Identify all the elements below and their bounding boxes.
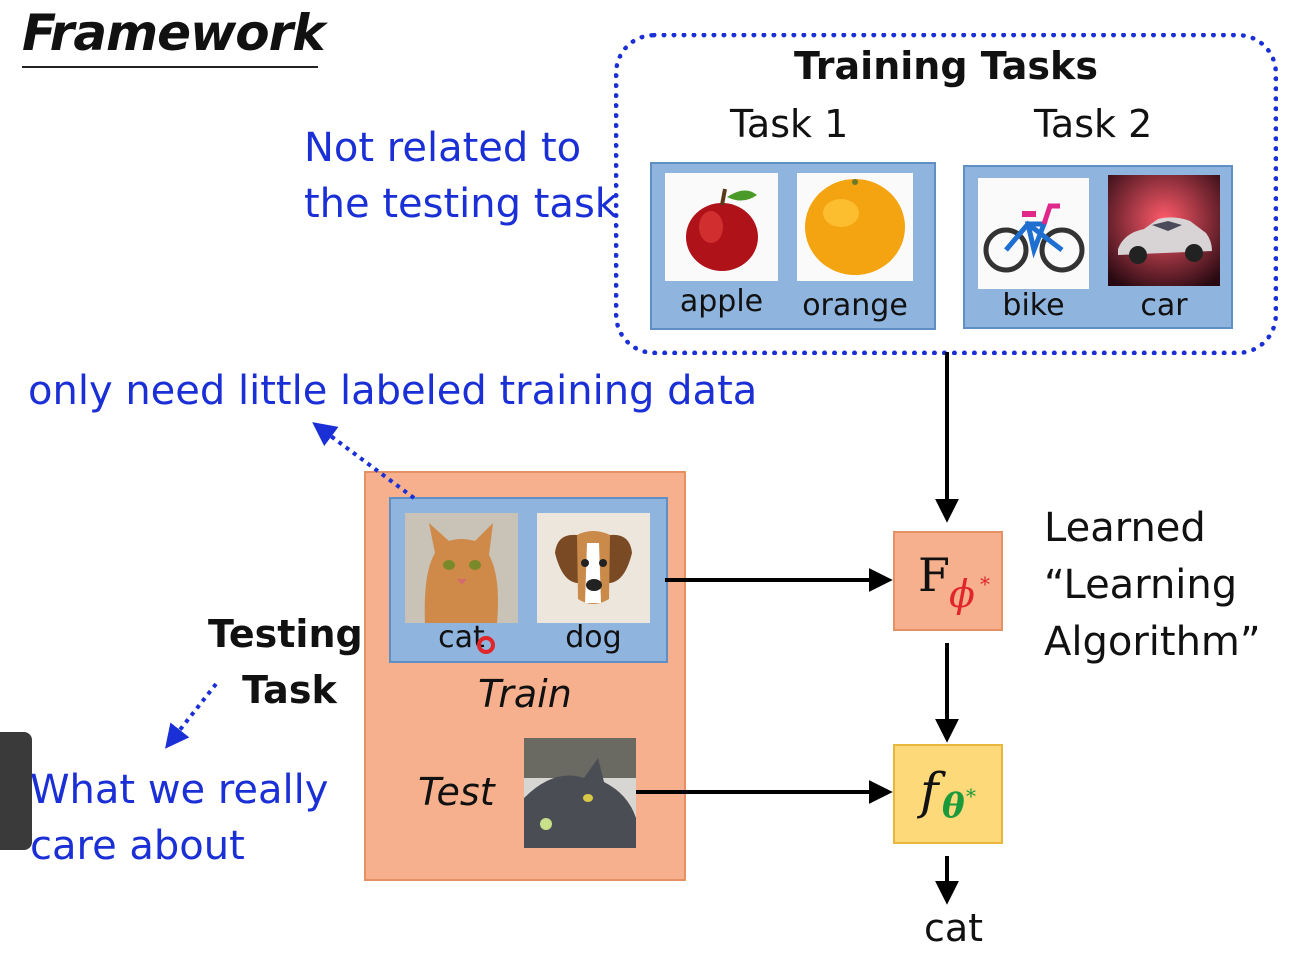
task-2-label: Task 2: [1034, 102, 1153, 146]
not-related-note: Not related to the testing task: [304, 120, 618, 232]
little-data-note: only need little labeled training data: [28, 368, 758, 414]
side-panel-tab[interactable]: [0, 732, 32, 850]
learned-algorithm-caption: Learned “Learning Algorithm”: [1044, 500, 1261, 671]
testing-task-line-2: Task: [242, 668, 337, 712]
orange-caption: orange: [802, 288, 908, 323]
arrow-little-data-pointer: [312, 422, 416, 500]
not-related-line-2: the testing task: [304, 181, 618, 227]
care-about-line-1: What we really: [30, 767, 329, 813]
test-label: Test: [418, 770, 495, 814]
dog-caption: dog: [565, 620, 622, 655]
title-underline: [22, 66, 318, 68]
not-related-line-1: Not related to: [304, 125, 582, 171]
apple-image: [665, 173, 778, 281]
testing-task-label: Testing Task: [208, 606, 363, 718]
gray-cat-image: [524, 738, 636, 848]
arrow-care-about-pointer: [165, 682, 218, 749]
learned-caption-line-2: “Learning: [1044, 562, 1238, 608]
train-label: Train: [478, 672, 572, 716]
meta-learner-subscript: ϕ: [949, 572, 975, 616]
learned-caption-line-1: Learned: [1044, 505, 1206, 551]
car-image: [1108, 175, 1220, 286]
bike-caption: bike: [1002, 288, 1065, 323]
meta-learner-superscript: *: [980, 572, 990, 596]
bike-image: [978, 178, 1089, 289]
learned-function-superscript: *: [966, 784, 976, 808]
cat-caption: cat: [438, 620, 485, 655]
learned-function-subscript: θ: [942, 786, 965, 826]
car-caption: car: [1140, 288, 1188, 323]
orange-image: [797, 173, 913, 281]
cursor-pointer-icon: [477, 636, 495, 654]
cat-image: [405, 513, 518, 623]
learned-function-box: [893, 744, 1003, 844]
output-label: cat: [924, 906, 984, 950]
slide-title: Framework: [22, 4, 326, 62]
meta-learner-box: [893, 531, 1003, 631]
training-tasks-header: Training Tasks: [794, 44, 1098, 88]
care-about-note: What we really care about: [30, 762, 328, 874]
task-1-label: Task 1: [730, 102, 849, 146]
dog-image: [537, 513, 650, 623]
learned-function-symbol: f: [920, 762, 939, 820]
meta-learner-symbol: F: [918, 548, 950, 602]
care-about-line-2: care about: [30, 823, 245, 869]
learned-caption-line-3: Algorithm”: [1044, 619, 1261, 665]
apple-caption: apple: [679, 284, 764, 319]
testing-task-line-1: Testing: [208, 612, 363, 656]
